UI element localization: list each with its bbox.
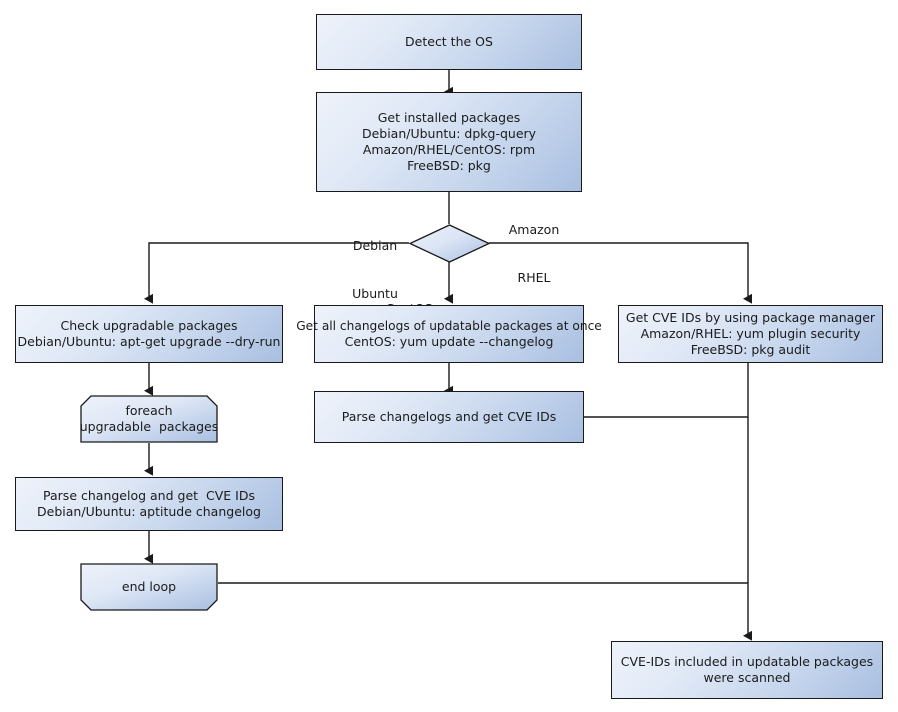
node-get-installed-packages-line1: Get installed packages	[377, 110, 521, 125]
node-parse-changelogs-cve-label: Parse changelogs and get CVE IDs	[341, 409, 557, 424]
node-check-upgradable-line1: Check upgradable packages	[60, 318, 238, 333]
node-foreach-line1: foreach	[125, 403, 173, 418]
node-scan-complete[interactable]: CVE-IDs included in updatable packages w…	[611, 641, 883, 699]
node-end-loop-label: end loop	[121, 579, 177, 594]
diamond-shape	[409, 224, 490, 263]
node-get-installed-packages[interactable]: Get installed packages Debian/Ubuntu: dp…	[316, 92, 582, 192]
edge-label-amazon: Amazon	[508, 222, 560, 237]
node-check-upgradable-packages[interactable]: Check upgradable packages Debian/Ubuntu:…	[15, 305, 283, 363]
node-get-cve-ids-line2: Amazon/RHEL: yum plugin security	[640, 326, 861, 341]
edge-label-rhel: RHEL	[517, 270, 551, 285]
node-parse-changelog-cve[interactable]: Parse changelog and get CVE IDs Debian/U…	[15, 477, 283, 531]
edge-label-ubuntu: Ubuntu	[352, 286, 398, 301]
node-detect-os-label: Detect the OS	[405, 34, 493, 49]
node-scan-complete-line1: CVE-IDs included in updatable packages	[620, 654, 874, 669]
node-get-all-changelogs[interactable]: Get all changelogs of updatable packages…	[296, 305, 602, 363]
node-get-cve-ids-package-manager[interactable]: Get CVE IDs by using package manager Ama…	[618, 305, 883, 363]
node-detect-os[interactable]: Detect the OS	[316, 14, 582, 70]
edge-label-debian-ubuntu: Debian Ubuntu	[340, 206, 410, 334]
node-check-upgradable-line2: Debian/Ubuntu: apt-get upgrade --dry-run	[17, 334, 281, 349]
node-foreach-loop-start[interactable]: foreach upgradable packages	[80, 395, 218, 443]
node-get-cve-ids-line3: FreeBSD: pkg audit	[690, 342, 811, 357]
node-get-all-changelogs-line1: Get all changelogs of updatable packages…	[296, 319, 602, 333]
node-parse-changelogs-cve[interactable]: Parse changelogs and get CVE IDs	[314, 391, 584, 443]
node-get-installed-packages-line2: Debian/Ubuntu: dpkg-query	[361, 126, 537, 141]
node-get-installed-packages-line3: Amazon/RHEL/CentOS: rpm	[362, 142, 536, 157]
node-parse-changelog-line1: Parse changelog and get CVE IDs	[43, 488, 255, 503]
node-get-all-changelogs-line2: CentOS: yum update --changelog	[344, 334, 554, 349]
node-foreach-line2: upgradable packages	[79, 419, 219, 434]
node-get-cve-ids-line1: Get CVE IDs by using package manager	[625, 310, 876, 325]
node-get-installed-packages-line4: FreeBSD: pkg	[407, 158, 491, 173]
node-end-loop[interactable]: end loop	[80, 563, 218, 611]
loop-end-shape	[80, 563, 218, 611]
node-parse-changelog-line2: Debian/Ubuntu: aptitude changelog	[37, 504, 261, 519]
node-os-decision[interactable]	[409, 224, 490, 263]
edge-label-debian: Debian	[352, 238, 398, 253]
node-scan-complete-line2: were scanned	[703, 670, 791, 685]
loop-start-shape	[80, 395, 218, 443]
